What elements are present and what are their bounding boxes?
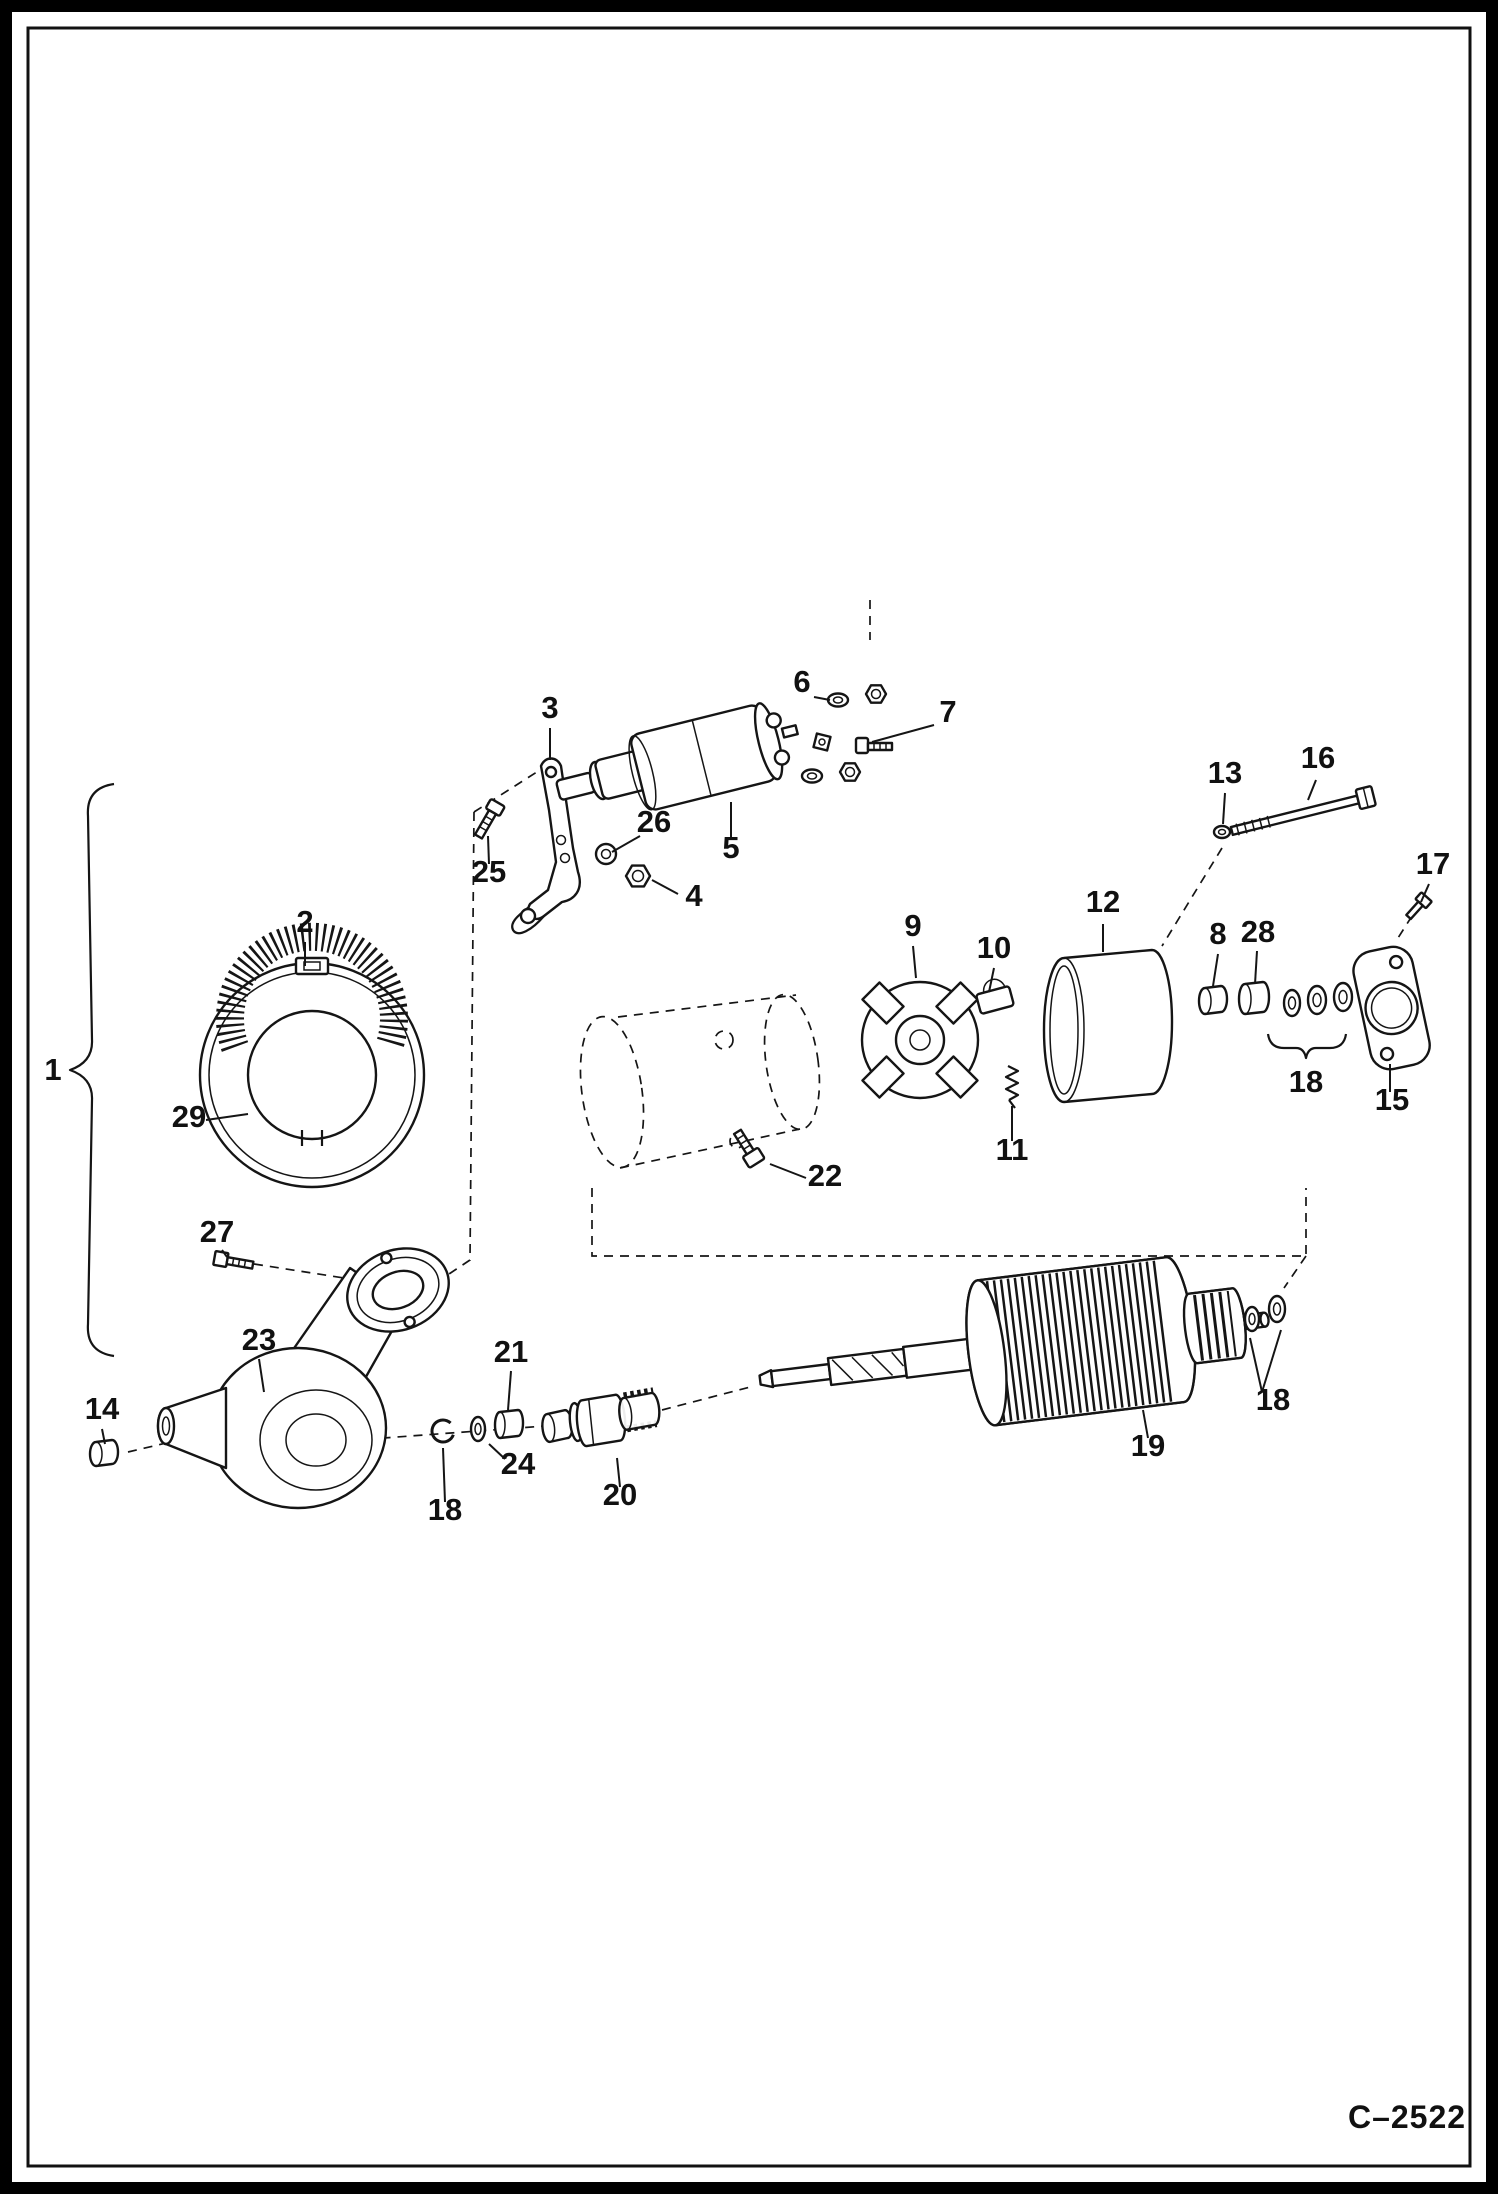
- nut-4: [624, 864, 652, 888]
- bushing-8: [1197, 984, 1229, 1016]
- armature: [758, 1255, 1270, 1427]
- stop-collar-21: [493, 1408, 525, 1440]
- callout-29: 29: [172, 1099, 206, 1134]
- callout-22: 22: [808, 1158, 842, 1193]
- inner-frame: [26, 26, 1472, 2168]
- callout-14: 14: [85, 1391, 120, 1426]
- solenoid-terminal: [765, 712, 782, 729]
- callout-3: 3: [541, 690, 558, 725]
- callout-23: 23: [242, 1322, 276, 1357]
- drive-clutch: [541, 1387, 661, 1448]
- screw-17: [1405, 891, 1433, 921]
- washer-group-brace-18: [1266, 1033, 1348, 1060]
- armature-washers-18: [1243, 1294, 1287, 1333]
- field-frame: [198, 922, 426, 1189]
- housing-flange: [346, 1247, 450, 1333]
- callout-8: 8: [1209, 916, 1226, 951]
- callout-28: 28: [1241, 914, 1275, 949]
- callout-16: 16: [1301, 740, 1335, 775]
- screw-22: [732, 1128, 766, 1169]
- bushing-28: [1237, 980, 1271, 1016]
- washer-6: [826, 692, 850, 708]
- pinion-teeth: [622, 1387, 654, 1400]
- field-frame-terminal: [294, 956, 330, 976]
- intermediate-housing-outline: [579, 993, 821, 1169]
- end-cover: [1042, 948, 1174, 1104]
- snap-ring-18: [430, 1418, 456, 1444]
- screw-7: [854, 736, 894, 755]
- shift-lever: [511, 757, 581, 935]
- callout-18-washer-group: 18: [1289, 1064, 1323, 1099]
- nut-7: [864, 684, 888, 704]
- end-plate: [1352, 945, 1431, 1071]
- callout-11: 11: [996, 1132, 1029, 1167]
- callout-6: 6: [793, 664, 810, 699]
- callout-21: 21: [494, 1334, 528, 1369]
- brush-spring: [1004, 1065, 1020, 1109]
- brush-box: [935, 981, 979, 1025]
- screw-27: [212, 1249, 255, 1270]
- callout-17: 17: [1416, 846, 1450, 881]
- callout-9: 9: [904, 908, 921, 943]
- brush-box: [935, 1055, 979, 1099]
- callout-18-armature-washers: 18: [1256, 1382, 1290, 1417]
- callout-15: 15: [1375, 1082, 1409, 1117]
- callout-25: 25: [472, 854, 506, 889]
- core-laminations: [985, 1260, 1176, 1423]
- leader-lines: [101, 696, 1430, 1503]
- drive-end-housing: [156, 1247, 450, 1510]
- callout-24: 24: [501, 1446, 536, 1481]
- callout-19: 19: [1131, 1428, 1165, 1463]
- brush-holder: [860, 980, 980, 1100]
- callout-1: 1: [44, 1052, 61, 1087]
- brush-box: [861, 981, 905, 1025]
- solenoid-terminal: [773, 749, 791, 766]
- callout-labels: 1 2 3 4 5 6 7 8 9 10 11 12 13 14 15 16 1…: [44, 664, 1450, 1527]
- callout-2: 2: [296, 904, 313, 939]
- callout-20: 20: [603, 1477, 637, 1512]
- bushing-14: [88, 1438, 120, 1468]
- washer-6: [800, 768, 824, 784]
- washer-13: [1212, 824, 1232, 840]
- washer-26: [594, 842, 618, 866]
- assembly-brace-1: [68, 782, 115, 1358]
- screw-25: [473, 798, 506, 840]
- callout-12: 12: [1086, 884, 1120, 919]
- callout-5: 5: [722, 830, 739, 865]
- nut-6: [838, 762, 862, 782]
- terminal-hardware: [800, 684, 894, 784]
- callout-27: 27: [200, 1214, 234, 1249]
- figure-code: C–2522: [1348, 2099, 1466, 2135]
- callout-7: 7: [939, 694, 956, 729]
- washer-set-18: [1282, 981, 1354, 1018]
- callout-13: 13: [1208, 755, 1242, 790]
- through-bolt: [1229, 785, 1377, 837]
- callout-18-snap-ring: 18: [428, 1492, 462, 1527]
- square-nut: [812, 732, 832, 752]
- callout-4: 4: [685, 878, 703, 913]
- brush: [975, 978, 1015, 1015]
- solenoid: [555, 702, 799, 811]
- callout-26: 26: [637, 804, 671, 839]
- ring-24: [469, 1415, 487, 1443]
- callout-10: 10: [977, 930, 1011, 965]
- brush-box: [861, 1055, 905, 1099]
